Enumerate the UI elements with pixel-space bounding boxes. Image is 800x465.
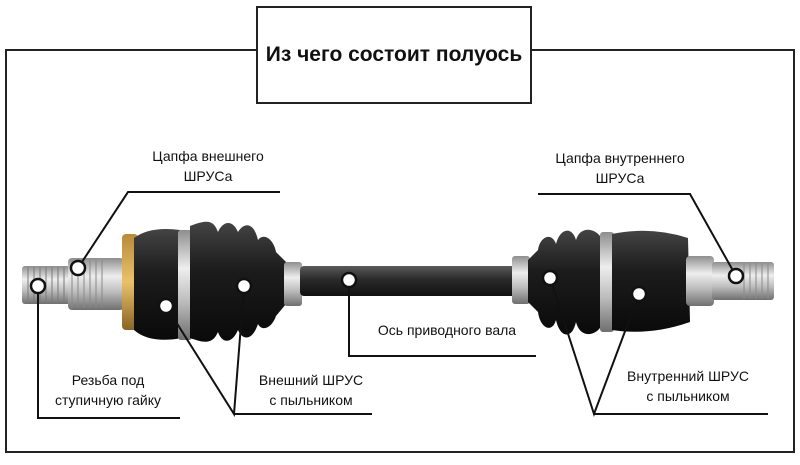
leader-inner-stub: [538, 193, 737, 277]
leader-shaft: [348, 280, 536, 357]
drive-shaft: [300, 266, 516, 296]
label-outer-cv-line1: Внешний ШРУС: [258, 372, 364, 388]
label-shaft: Ось приводного вала: [358, 320, 536, 340]
frame-border: [5, 49, 795, 453]
label-inner-cv-line1: Внутренний ШРУС: [627, 368, 749, 384]
leader-outer-stub: [77, 191, 280, 269]
marker-inner-cv-housing: [630, 285, 648, 303]
leader-thread: [37, 286, 180, 419]
label-thread: Резьба под ступичную гайку: [40, 370, 176, 410]
label-inner-stub: Цапфа внутреннего ШРУСа: [530, 148, 710, 188]
marker-inner-stub: [727, 267, 745, 285]
label-outer-stub: Цапфа внешнего ШРУСа: [128, 146, 288, 186]
label-thread-line1: Резьба под: [71, 372, 145, 388]
label-inner-cv-line2: с пыльником: [646, 388, 730, 404]
label-inner-stub-line1: Цапфа внутреннего: [555, 150, 685, 166]
title-box: Из чего состоит полуось: [256, 6, 532, 104]
marker-inner-cv-boot: [541, 269, 559, 287]
marker-outer-cv-housing: [157, 297, 175, 315]
inner-cv-boot: [528, 229, 604, 335]
label-inner-stub-line2: ШРУСа: [595, 170, 645, 186]
marker-outer-cv-boot: [235, 277, 253, 295]
label-inner-cv: Внутренний ШРУС с пыльником: [606, 366, 770, 406]
inner-stub-spline: [712, 262, 774, 300]
label-shaft-line1: Ось приводного вала: [377, 322, 517, 338]
marker-thread: [29, 277, 47, 295]
inner-cv-housing: [612, 230, 690, 332]
marker-shaft: [340, 271, 358, 289]
label-outer-stub-line2: ШРУСа: [183, 168, 233, 184]
markers: [29, 259, 745, 315]
leader-lines: [37, 191, 768, 419]
outer-cv-housing: [134, 229, 182, 340]
label-outer-cv-line2: с пыльником: [269, 392, 353, 408]
label-outer-stub-line1: Цапфа внешнего: [152, 148, 264, 164]
diagram-title: Из чего состоит полуось: [265, 43, 523, 66]
marker-outer-stub: [69, 259, 87, 277]
label-thread-line2: ступичную гайку: [54, 392, 162, 408]
label-outer-cv: Внешний ШРУС с пыльником: [236, 370, 386, 410]
